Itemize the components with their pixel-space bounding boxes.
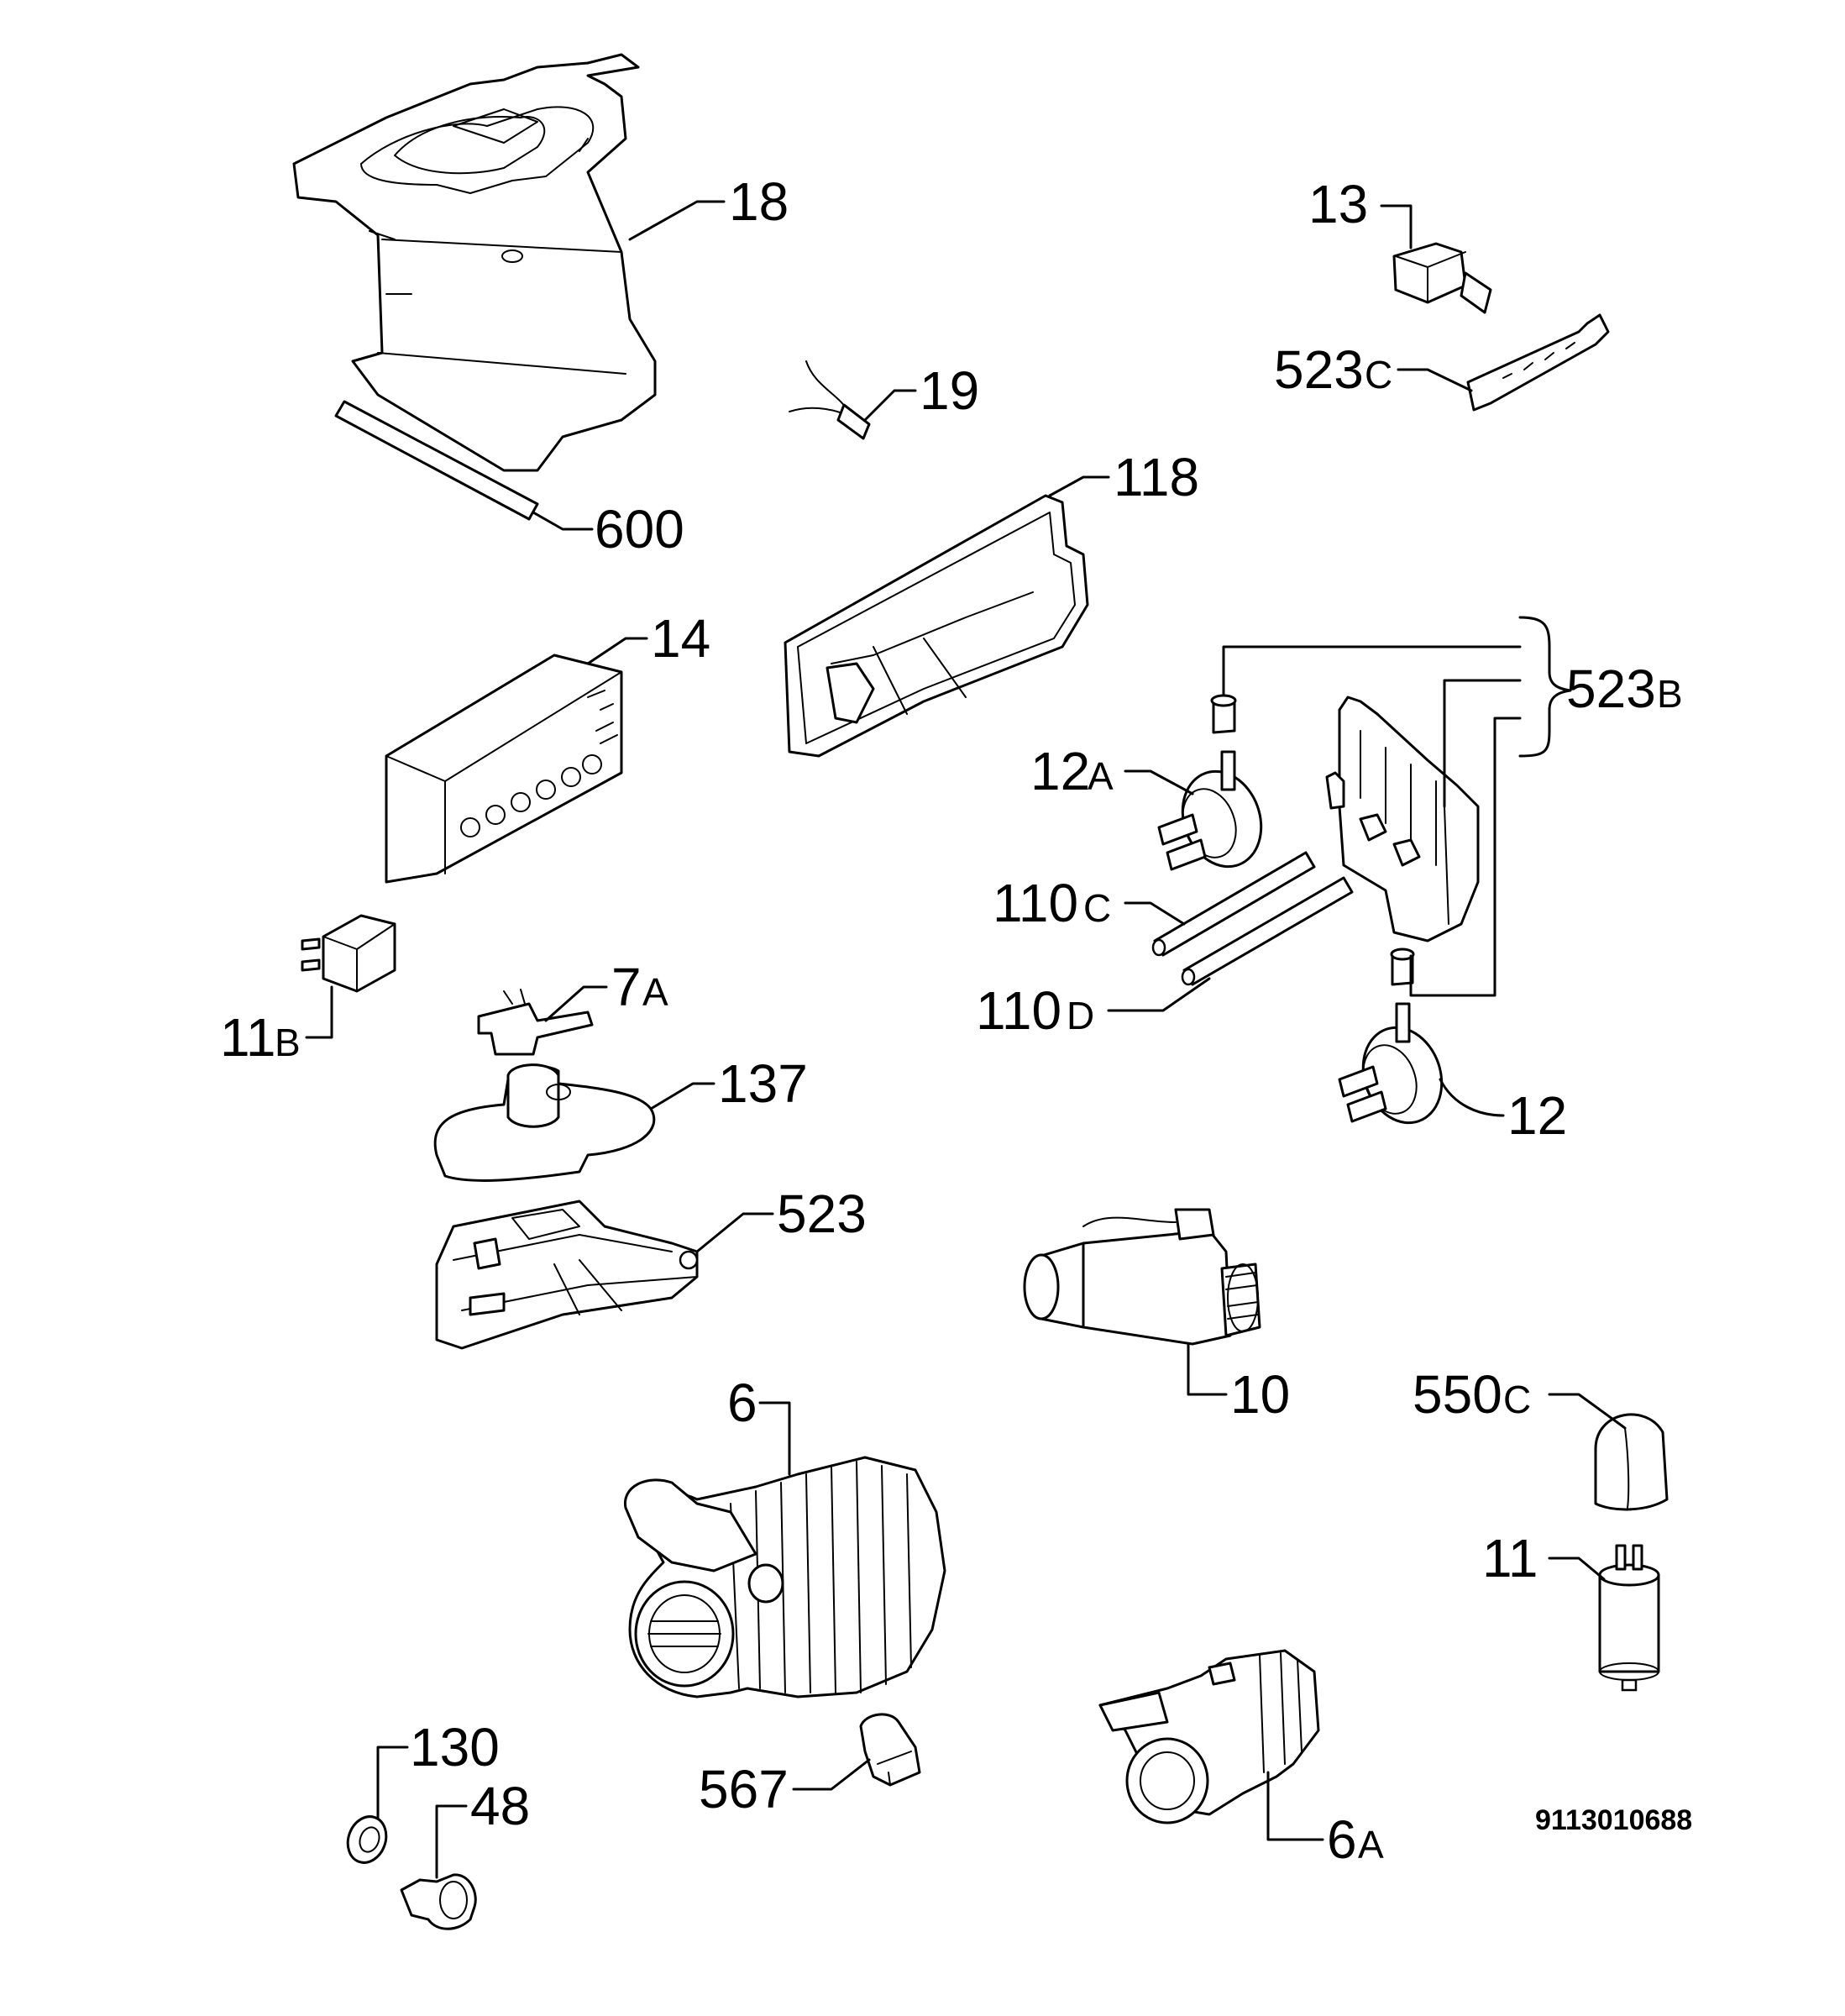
callout-18: 18 — [628, 171, 789, 241]
callout-567: 567 — [699, 1758, 871, 1819]
svg-text:B: B — [275, 1021, 301, 1064]
callout-14: 14 — [586, 608, 710, 669]
svg-text:18: 18 — [729, 171, 789, 232]
document-number: 9113010688 — [1535, 1804, 1692, 1836]
part-14-electronic-module — [385, 654, 623, 884]
part-523c-bracket — [1466, 313, 1610, 412]
callout-19: 19 — [863, 360, 979, 422]
part-110c-hose — [1151, 851, 1316, 957]
part-567-clip — [859, 1713, 921, 1787]
callout-118: 118 — [1048, 447, 1199, 507]
part-18-duct-housing — [292, 53, 657, 521]
svg-text:6: 6 — [727, 1373, 757, 1433]
part-523b-cap-lower — [1390, 948, 1415, 986]
part-130-washer — [346, 1815, 388, 1864]
svg-text:B: B — [1657, 672, 1683, 716]
callout-6a: 6 A — [1266, 1771, 1384, 1870]
part-137-cover — [433, 1063, 656, 1182]
callout-550c: 550 C — [1413, 1364, 1627, 1430]
callout-523c: 523 C — [1274, 339, 1473, 400]
svg-text:A: A — [1358, 1823, 1384, 1866]
svg-text:C: C — [1365, 353, 1392, 396]
callout-523: 523 — [695, 1184, 867, 1253]
svg-text:6: 6 — [1327, 1809, 1357, 1870]
callout-10: 10 — [1187, 1342, 1290, 1425]
part-11b-relay — [301, 914, 396, 993]
callout-11: 11 — [1482, 1528, 1606, 1588]
callout-48: 48 — [435, 1776, 530, 1879]
svg-text:567: 567 — [699, 1759, 789, 1819]
svg-text:19: 19 — [920, 360, 979, 421]
part-10-heater — [1023, 1208, 1261, 1346]
svg-text:7: 7 — [611, 957, 642, 1017]
callout-600: 600 — [532, 499, 684, 559]
svg-text:14: 14 — [651, 608, 710, 669]
part-12-pressure-switch — [1338, 1002, 1444, 1125]
part-19-sensor — [789, 360, 871, 440]
part-11-capacitor — [1598, 1544, 1660, 1692]
callout-6: 6 — [727, 1373, 791, 1476]
svg-text:118: 118 — [1114, 447, 1199, 507]
part-48-plug — [400, 1873, 477, 1930]
part-523-housing — [435, 1200, 699, 1350]
part-118-panel — [784, 494, 1089, 758]
callout-12: 12 — [1439, 1078, 1567, 1146]
part-550c-cap — [1594, 1413, 1669, 1511]
svg-text:137: 137 — [718, 1053, 808, 1114]
svg-text:523: 523 — [1274, 339, 1364, 400]
callout-13: 13 — [1308, 174, 1413, 249]
part-523b-cap-upper — [1210, 694, 1237, 734]
svg-text:A: A — [642, 970, 668, 1014]
svg-text:110: 110 — [976, 980, 1061, 1041]
part-6a-drain-pump — [1098, 1649, 1320, 1824]
svg-text:130: 130 — [410, 1717, 500, 1777]
svg-text:523: 523 — [777, 1184, 867, 1244]
svg-text:523: 523 — [1566, 659, 1656, 719]
callout-110d: 110 D — [976, 977, 1211, 1041]
svg-text:11: 11 — [1482, 1528, 1538, 1588]
svg-text:110: 110 — [993, 873, 1078, 933]
callout-7a: 7 A — [544, 957, 668, 1022]
svg-text:12: 12 — [1507, 1085, 1567, 1146]
callout-137: 137 — [649, 1053, 808, 1114]
svg-text:550: 550 — [1413, 1364, 1502, 1425]
part-12a-pressure-switch — [1157, 750, 1263, 871]
part-13-switch — [1392, 242, 1492, 314]
part-523b-bracket-assembly — [1325, 696, 1480, 942]
svg-text:A: A — [1088, 754, 1114, 798]
callout-130: 130 — [376, 1717, 500, 1820]
part-110d-hose — [1181, 876, 1354, 986]
callout-11b: 11 B — [220, 985, 333, 1068]
svg-text:13: 13 — [1308, 174, 1368, 234]
svg-text:11: 11 — [220, 1007, 275, 1068]
svg-text:12: 12 — [1030, 741, 1090, 801]
part-6-pump-motor — [624, 1456, 946, 1698]
callout-523b: 523 B — [1222, 616, 1683, 997]
svg-text:C: C — [1083, 886, 1111, 930]
svg-text:600: 600 — [595, 499, 684, 559]
svg-text:C: C — [1503, 1378, 1531, 1421]
svg-text:D: D — [1067, 994, 1094, 1037]
part-7a-clip — [477, 989, 594, 1056]
callout-12a: 12 A — [1030, 741, 1194, 801]
callout-110c: 110 C — [993, 873, 1186, 933]
svg-text:48: 48 — [470, 1776, 530, 1836]
svg-text:10: 10 — [1230, 1364, 1290, 1425]
